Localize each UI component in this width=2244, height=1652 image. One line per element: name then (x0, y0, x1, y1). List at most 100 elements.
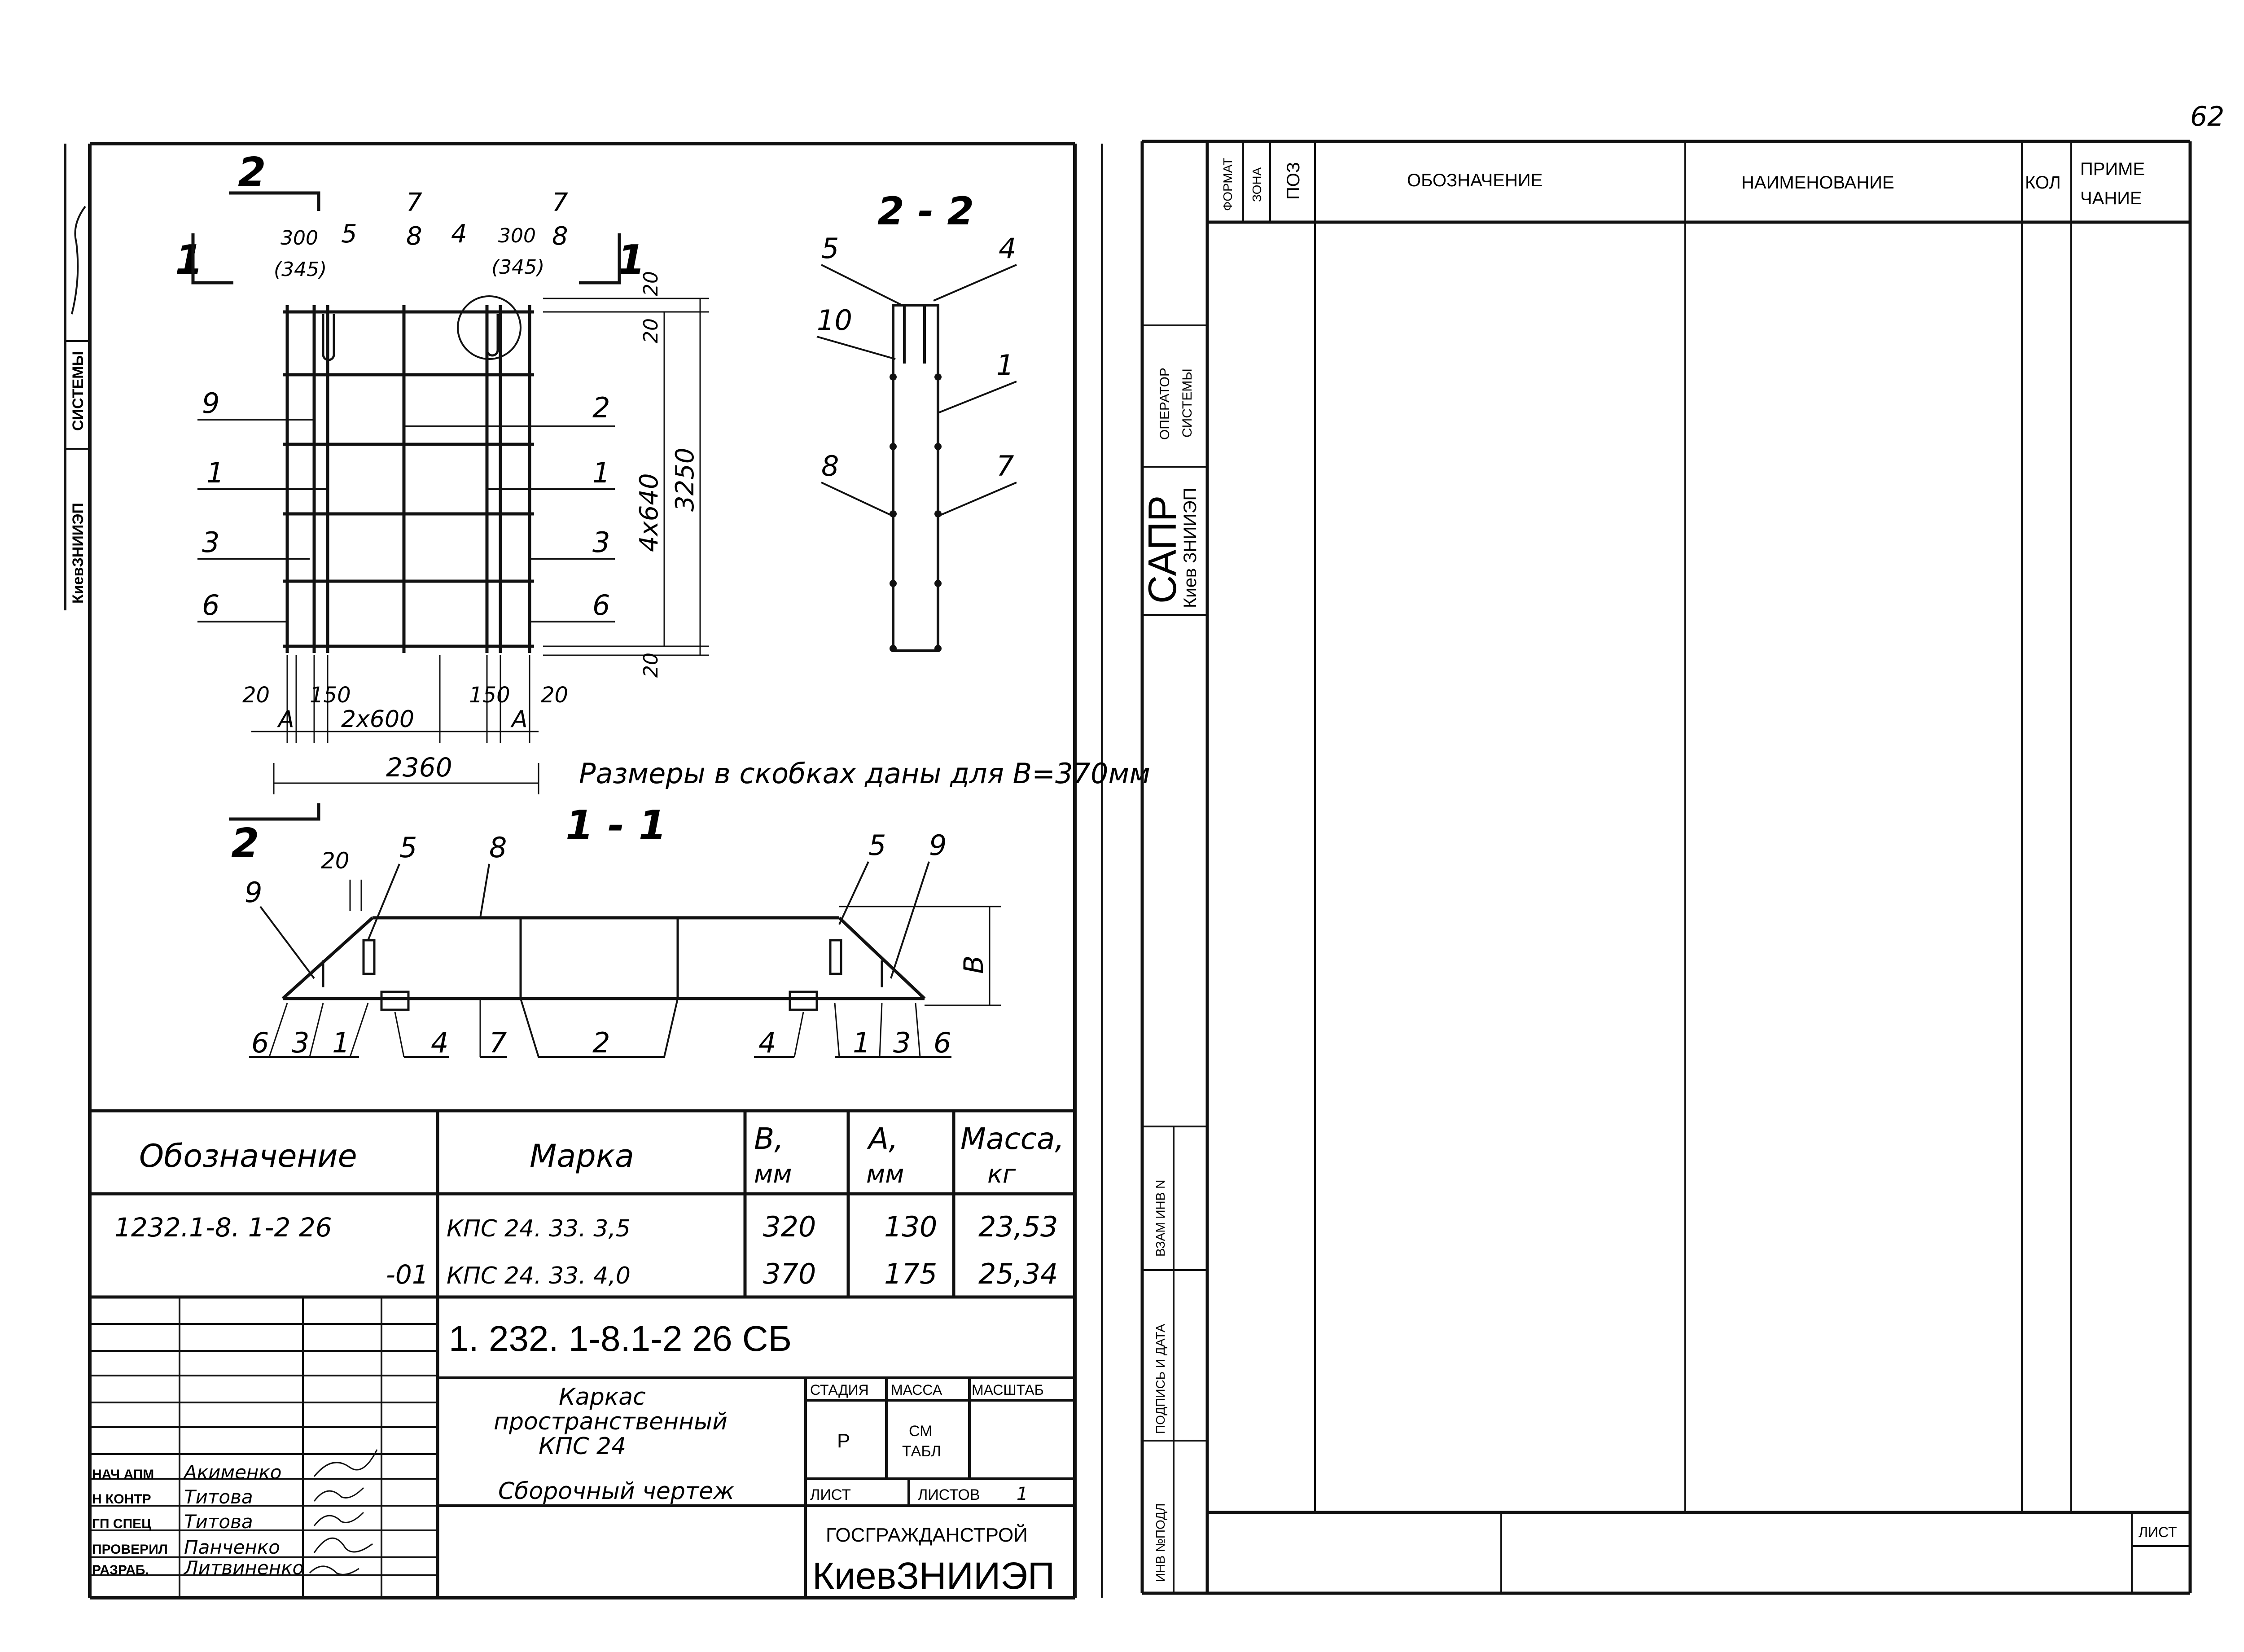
header-b: В, (754, 1122, 784, 1156)
dim-A-left: A (277, 706, 294, 733)
note-brackets: Размеры в скобках даны для В=370мм (579, 757, 1150, 790)
title-block: 1. 232. 1-8.1-2 26 СБ Каркас пространств… (90, 1297, 1075, 1598)
hdr-format: ФОРМАТ (1221, 158, 1235, 211)
staff-role-4: ПРОВЕРИЛ (92, 1542, 168, 1557)
drawing-type: Сборочный чертеж (498, 1478, 734, 1505)
callout-5-s11-right: 5 (868, 829, 886, 862)
staff-name-3: Титова (184, 1511, 253, 1533)
hdr-designation: ОБОЗНАЧЕНИЕ (1407, 171, 1543, 190)
page-number: 62 (2190, 101, 2224, 132)
dim-20-bottom: 20 (640, 653, 662, 678)
callout-3-s11-left: 3 (292, 1026, 309, 1059)
callout-7-top-left: 7 (406, 188, 422, 217)
callout-5-top: 5 (341, 219, 357, 249)
stamp-column: КиевЗНИИЭП СИСТЕМЫ (64, 144, 90, 610)
cut-2-top-label: 2 (238, 149, 266, 196)
hdr-pos: ПОЗ (1284, 162, 1303, 200)
dim-B: В (958, 955, 990, 974)
callout-4-s11-right: 4 (758, 1026, 776, 1059)
dim-150-bottom-left: 150 (310, 683, 351, 708)
mass-label: МАССА (891, 1382, 942, 1398)
callout-8-top-left: 8 (406, 222, 422, 251)
staff-name-5: Литвиненко (183, 1557, 304, 1579)
dim-A-right: A (510, 706, 528, 733)
row2-designation: -01 (386, 1259, 429, 1290)
callout-1-s11-left: 1 (332, 1026, 350, 1059)
row1-designation: 1232.1-8. 1-2 26 (114, 1212, 332, 1243)
cut-1-right-label: 1 (617, 237, 645, 284)
callout-8-top-right: 8 (552, 222, 568, 251)
callout-2-right: 2 (592, 391, 610, 424)
callout-3-s11-right: 3 (893, 1026, 911, 1059)
row1-mass: 23,53 (978, 1210, 1058, 1243)
callout-3-right: 3 (592, 526, 610, 559)
header-a: А, (867, 1122, 898, 1156)
staff-role-2: Н КОНТР (92, 1492, 151, 1507)
section-1-1: 1 - 1 В 9 20 5 8 (245, 802, 1001, 1059)
name-line1: Каркас (559, 1384, 646, 1411)
callout-9-left: 9 (202, 387, 219, 420)
callout-6-s11-left: 6 (251, 1026, 269, 1059)
callout-6-right: 6 (592, 589, 610, 622)
staff-role-3: ГП СПЕЦ (92, 1516, 151, 1531)
row2-b: 370 (763, 1258, 816, 1290)
stamp-systems: СИСТЕМЫ (70, 351, 87, 431)
row2-mark: КПС 24. 33. 4,0 (447, 1262, 631, 1289)
callout-5-s11-left: 5 (399, 831, 417, 864)
staff-name-1: Акименко (183, 1461, 281, 1483)
dim-150-bottom-right: 150 (469, 683, 510, 708)
stage-label: СТАДИЯ (810, 1382, 869, 1398)
dim-3250: 3250 (671, 447, 700, 512)
hdr-zone: ЗОНА (1250, 167, 1264, 202)
callout-8-s11: 8 (489, 831, 507, 864)
hdr-note-1: ПРИМЕ (2080, 159, 2145, 179)
callout-1-s22: 1 (996, 349, 1014, 381)
dim-2x600: 2x600 (341, 706, 414, 733)
scale-label: МАСШТАБ (972, 1382, 1044, 1398)
header-mass: Масса, (960, 1122, 1064, 1156)
dim-300-left: 300 (280, 227, 318, 250)
side-inv: ИНВ №ПОДЛ (1153, 1503, 1167, 1582)
callout-9-s11-left: 9 (245, 876, 262, 909)
staff-role-5: РАЗРАБ. (92, 1563, 149, 1578)
cut-2-bottom-label: 2 (231, 820, 259, 867)
section-2-2-title: 2 - 2 (877, 189, 974, 234)
callout-1-right: 1 (592, 456, 610, 489)
callout-4-s11-left: 4 (431, 1026, 448, 1059)
row1-a: 130 (884, 1210, 937, 1243)
callout-1-s11-right: 1 (853, 1026, 870, 1059)
row1-b: 320 (763, 1210, 816, 1243)
section-2-2: 2 - 2 5 4 10 1 8 7 (816, 189, 1017, 652)
dim-4x640: 4x640 (635, 473, 664, 552)
callout-4-top: 4 (451, 219, 467, 249)
callout-6-s11-right: 6 (934, 1026, 951, 1059)
row2-mass: 25,34 (978, 1258, 1058, 1290)
callout-7-top-right: 7 (552, 188, 568, 217)
side-kiev: Киев ЗНИИЭП (1180, 488, 1200, 608)
header-mark: Марка (530, 1138, 634, 1174)
stage-value: Р (837, 1430, 850, 1452)
section-1-1-title: 1 - 1 (565, 802, 666, 849)
right-sheet-label: ЛИСТ (2139, 1524, 2177, 1540)
header-designation: Обозначение (139, 1138, 357, 1174)
staff-name-2: Титова (184, 1486, 253, 1508)
dim-20-top-2: 20 (640, 318, 662, 343)
stamp-kievzniiep: КиевЗНИИЭП (70, 503, 87, 604)
row2-a: 175 (884, 1258, 937, 1290)
side-sapr: САПР (1140, 495, 1184, 604)
sheet-label: ЛИСТ (810, 1486, 851, 1503)
callout-9-s11-right: 9 (929, 829, 947, 862)
doc-code: 1. 232. 1-8.1-2 26 СБ (449, 1319, 792, 1358)
hdr-name: НАИМЕНОВАНИЕ (1741, 173, 1894, 193)
header-a-unit: мм (866, 1160, 904, 1189)
row1-mark: КПС 24. 33. 3,5 (447, 1215, 631, 1242)
hdr-qty: КОЛ (2025, 173, 2061, 193)
callout-7-s11: 7 (489, 1026, 507, 1059)
spec-table: Обозначение Марка В, мм А, мм Масса, кг … (90, 1109, 1075, 1598)
staff-signatures (309, 1449, 378, 1575)
sheets-label: ЛИСТОВ (918, 1486, 980, 1503)
right-sheet: ФОРМАТ ЗОНА ПОЗ ОБОЗНАЧЕНИЕ НАИМЕНОВАНИЕ… (1140, 140, 2192, 1595)
dim-20-s11: 20 (321, 848, 350, 874)
hdr-note-2: ЧАНИЕ (2080, 188, 2142, 208)
